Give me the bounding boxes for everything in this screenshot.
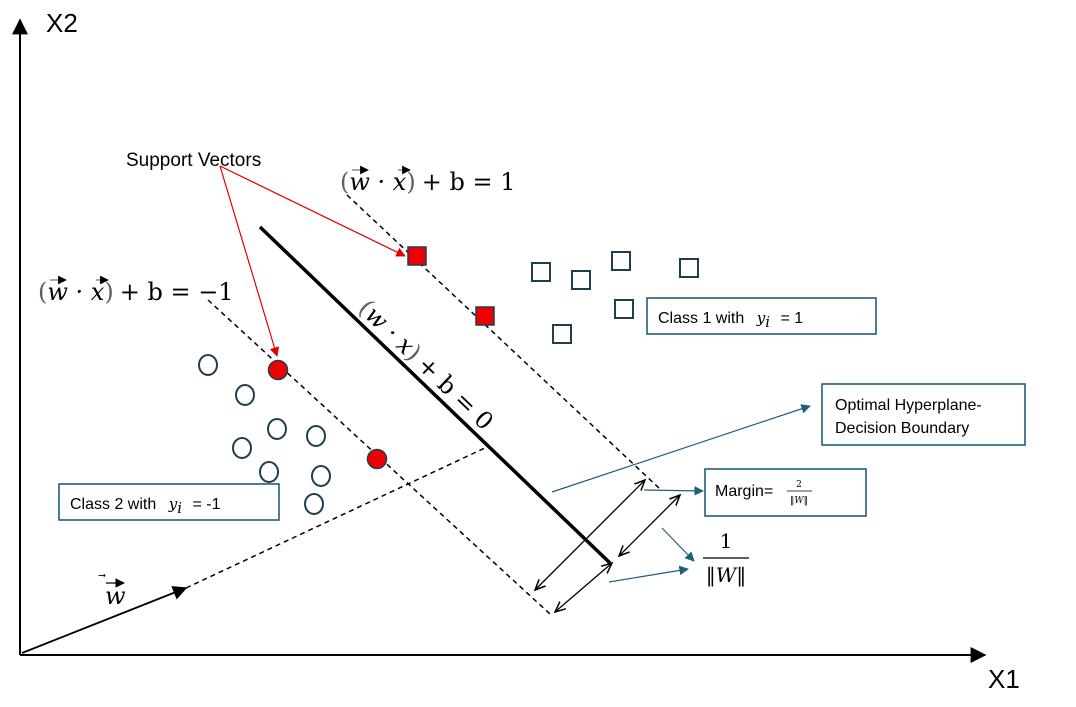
class1-point [611,251,631,271]
half-margin-numerator: 1 [720,529,733,553]
class1-point [614,299,634,319]
support-vector-annotation: Support Vectors [126,150,406,357]
class1-box-suffix: = 1 [780,310,803,327]
margin-arrows [535,480,680,612]
weight-vector-arrow [21,586,188,654]
half-margin-callout-arrow [661,527,695,562]
margin-box-numerator: 2 [796,480,802,490]
class1-box-sub: i [765,313,770,331]
support-vector-square [407,246,427,266]
equation-lower-rhs: + b = −1 [120,278,234,306]
class1-point [531,262,551,282]
class2-point [198,354,218,376]
hyperplane-callout-arrow [551,404,811,493]
equation-upper-lhs: w · x [349,168,406,196]
x-axis-label: X1 [988,664,1020,694]
margin-box-denominator: ‖W‖ [790,496,808,506]
half-margin-fraction: 1 ‖W‖ [703,529,749,588]
class1-point [571,270,591,290]
class1-point [679,258,699,278]
class2-point [267,418,287,440]
weight-vector-label: w [105,582,126,610]
class2-box-prefix: Class 2 with [70,496,156,513]
axes: X2 X1 [12,8,1020,694]
equation-lower-lhs: w · x [47,278,104,306]
support-vector-square [475,306,495,326]
svg-text:Class 2 with yi =: Class 2 with yi = -1 [70,495,221,517]
half-margin-arrow-lower [555,563,612,612]
support-vectors-label: Support Vectors [126,150,261,171]
hyperplane-box-line2: Decision Boundary [835,420,969,437]
class2-point [304,493,324,515]
svg-text:(w · x)+ b = 1: (w · x)+ b = 1 [340,168,515,196]
class2-point [259,461,279,483]
half-margin-arrow-upper [619,495,680,556]
equation-hyperplane-rhs: + b = 0 [412,351,499,436]
support-vector-pointer [219,165,280,357]
class2-box-sub: i [177,499,182,517]
half-margin-callout-arrow [608,565,689,583]
margin-callout-arrow [643,486,704,496]
support-vector-pointer [219,165,406,257]
class2-box-suffix: = -1 [192,496,220,513]
boundaries [207,194,661,615]
class2-points [198,354,331,515]
total-margin-arrow [535,480,645,590]
class1-point [552,324,572,344]
svg-text:Class 1 with yi =: Class 1 with yi = 1 [658,309,803,331]
hyperplane-box-line1: Optimal Hyperplane- [835,397,982,414]
class1-box-var: y [756,309,766,327]
class2-box-var: y [168,495,178,513]
class2-point [232,437,252,459]
equation-lower-margin: (w · x)+ b = −1 [38,275,234,306]
class2-point [235,384,255,406]
class2-point [306,425,326,447]
svg-text:(w · x)+ b = −1: (w · x)+ b = −1 [38,278,234,306]
class1-box-prefix: Class 1 with [658,310,744,327]
weight-vector-arrow-accent: ⃗ [98,573,106,578]
hyperplane-label-box: Optimal Hyperplane- Decision Boundary [821,383,1026,446]
margin-label-box: Margin= 2 ‖W‖ [704,468,867,517]
support-vector-circle [267,359,289,381]
class2-point [311,465,331,487]
support-vector-circle [366,448,388,470]
margin-box-label: Margin= [715,483,773,500]
y-axis-label: X2 [46,8,78,38]
equation-upper-margin: (w · x)+ b = 1 [340,165,515,196]
class1-points [531,251,699,344]
class2-support-vectors [267,359,388,470]
class1-support-vectors [407,246,495,326]
half-margin-denominator: ‖W‖ [706,563,747,588]
class1-label-box: Class 1 with yi = 1 [646,297,877,335]
equation-upper-rhs: + b = 1 [422,168,516,196]
class2-label-box: Class 2 with yi = -1 [58,483,280,521]
weight-vector: w ⃗ [21,446,488,654]
weight-vector-extension [185,446,488,589]
